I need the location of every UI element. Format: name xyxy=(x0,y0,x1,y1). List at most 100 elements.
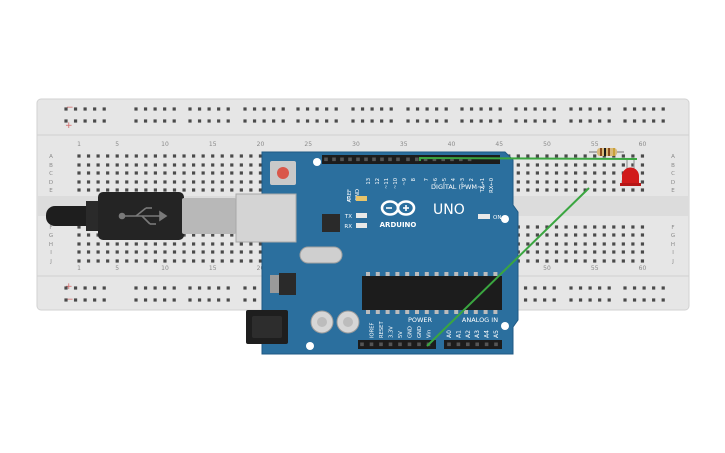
rail-hole[interactable] xyxy=(569,286,573,290)
breadboard-hole[interactable] xyxy=(230,171,234,175)
breadboard-hole[interactable] xyxy=(516,154,520,158)
rail-hole[interactable] xyxy=(552,119,556,123)
rail-hole[interactable] xyxy=(64,107,68,111)
breadboard-hole[interactable] xyxy=(144,154,148,158)
breadboard-hole[interactable] xyxy=(106,242,110,246)
breadboard-hole[interactable] xyxy=(77,154,81,158)
rail-hole[interactable] xyxy=(163,119,167,123)
rail-hole[interactable] xyxy=(315,107,319,111)
rail-hole[interactable] xyxy=(523,119,528,123)
bottom-header-pin[interactable] xyxy=(417,342,421,347)
rail-hole[interactable] xyxy=(226,286,230,290)
breadboard-hole[interactable] xyxy=(115,171,119,175)
digital-header-pin[interactable] xyxy=(388,157,392,162)
breadboard-hole[interactable] xyxy=(593,171,597,175)
breadboard-hole[interactable] xyxy=(239,242,243,246)
breadboard-hole[interactable] xyxy=(86,163,91,167)
rail-hole[interactable] xyxy=(243,119,247,123)
breadboard-hole[interactable] xyxy=(574,259,578,263)
rail-hole[interactable] xyxy=(380,107,384,111)
breadboard-hole[interactable] xyxy=(535,259,539,263)
rail-hole[interactable] xyxy=(652,286,656,290)
breadboard-hole[interactable] xyxy=(182,188,186,192)
rail-hole[interactable] xyxy=(325,119,329,123)
rail-hole[interactable] xyxy=(73,298,78,302)
power-header[interactable] xyxy=(358,340,436,349)
rail-hole[interactable] xyxy=(569,298,573,302)
rail-hole[interactable] xyxy=(588,286,592,290)
breadboard-hole[interactable] xyxy=(77,250,81,254)
rail-hole[interactable] xyxy=(243,286,247,290)
rail-hole[interactable] xyxy=(262,107,266,111)
breadboard-hole[interactable] xyxy=(153,180,157,184)
breadboard-hole[interactable] xyxy=(258,250,263,254)
rail-hole[interactable] xyxy=(360,119,365,123)
breadboard-hole[interactable] xyxy=(526,180,530,184)
breadboard-hole[interactable] xyxy=(593,250,597,254)
breadboard-hole[interactable] xyxy=(134,250,138,254)
breadboard-hole[interactable] xyxy=(230,163,234,167)
breadboard-hole[interactable] xyxy=(554,180,559,184)
breadboard-hole[interactable] xyxy=(564,225,568,229)
breadboard-hole[interactable] xyxy=(106,259,110,263)
rail-hole[interactable] xyxy=(623,298,627,302)
breadboard-hole[interactable] xyxy=(574,250,578,254)
rail-hole[interactable] xyxy=(64,286,68,290)
digital-header-pin[interactable] xyxy=(450,157,454,162)
bottom-header-pin[interactable] xyxy=(484,342,489,347)
breadboard-hole[interactable] xyxy=(583,180,587,184)
breadboard-hole[interactable] xyxy=(640,233,645,237)
breadboard-hole[interactable] xyxy=(583,171,587,175)
breadboard-hole[interactable] xyxy=(612,188,616,192)
breadboard-hole[interactable] xyxy=(182,171,186,175)
breadboard-hole[interactable] xyxy=(516,171,520,175)
rail-hole[interactable] xyxy=(389,119,393,123)
breadboard-hole[interactable] xyxy=(621,242,625,246)
breadboard-hole[interactable] xyxy=(211,259,215,263)
breadboard-hole[interactable] xyxy=(554,233,559,237)
rail-hole[interactable] xyxy=(598,107,602,111)
breadboard-hole[interactable] xyxy=(631,250,635,254)
rail-hole[interactable] xyxy=(533,298,537,302)
rail-hole[interactable] xyxy=(143,298,148,302)
breadboard-hole[interactable] xyxy=(249,163,253,167)
rail-hole[interactable] xyxy=(569,119,573,123)
rail-hole[interactable] xyxy=(523,286,528,290)
rail-hole[interactable] xyxy=(188,286,192,290)
rail-hole[interactable] xyxy=(623,286,627,290)
breadboard-hole[interactable] xyxy=(574,188,578,192)
breadboard-hole[interactable] xyxy=(153,163,157,167)
breadboard-hole[interactable] xyxy=(220,250,224,254)
breadboard-hole[interactable] xyxy=(211,250,215,254)
breadboard-hole[interactable] xyxy=(593,163,597,167)
bottom-header-pin[interactable] xyxy=(447,342,451,347)
breadboard-hole[interactable] xyxy=(163,188,167,192)
bottom-header-pins[interactable] xyxy=(360,342,498,347)
breadboard-hole[interactable] xyxy=(593,242,597,246)
rail-hole[interactable] xyxy=(469,107,474,111)
breadboard-hole[interactable] xyxy=(593,154,597,158)
digital-header-pin[interactable] xyxy=(340,157,344,162)
digital-header[interactable] xyxy=(322,155,500,164)
digital-header-pin[interactable] xyxy=(348,157,352,162)
rail-hole[interactable] xyxy=(425,119,429,123)
breadboard-hole[interactable] xyxy=(182,154,186,158)
rail-hole[interactable] xyxy=(243,107,247,111)
rail-hole[interactable] xyxy=(334,119,338,123)
rail-hole[interactable] xyxy=(83,107,87,111)
rail-hole[interactable] xyxy=(188,107,192,111)
rail-hole[interactable] xyxy=(444,119,448,123)
breadboard-hole[interactable] xyxy=(134,154,138,158)
breadboard-hole[interactable] xyxy=(612,171,616,175)
rail-hole[interactable] xyxy=(217,298,221,302)
rail-hole[interactable] xyxy=(281,119,285,123)
breadboard-hole[interactable] xyxy=(220,259,224,263)
breadboard-hole[interactable] xyxy=(249,250,253,254)
breadboard-hole[interactable] xyxy=(230,180,234,184)
rail-hole[interactable] xyxy=(134,107,138,111)
breadboard-hole[interactable] xyxy=(526,233,530,237)
breadboard-hole[interactable] xyxy=(153,154,157,158)
breadboard-hole[interactable] xyxy=(621,233,625,237)
rail-hole[interactable] xyxy=(498,107,502,111)
breadboard-hole[interactable] xyxy=(640,250,645,254)
